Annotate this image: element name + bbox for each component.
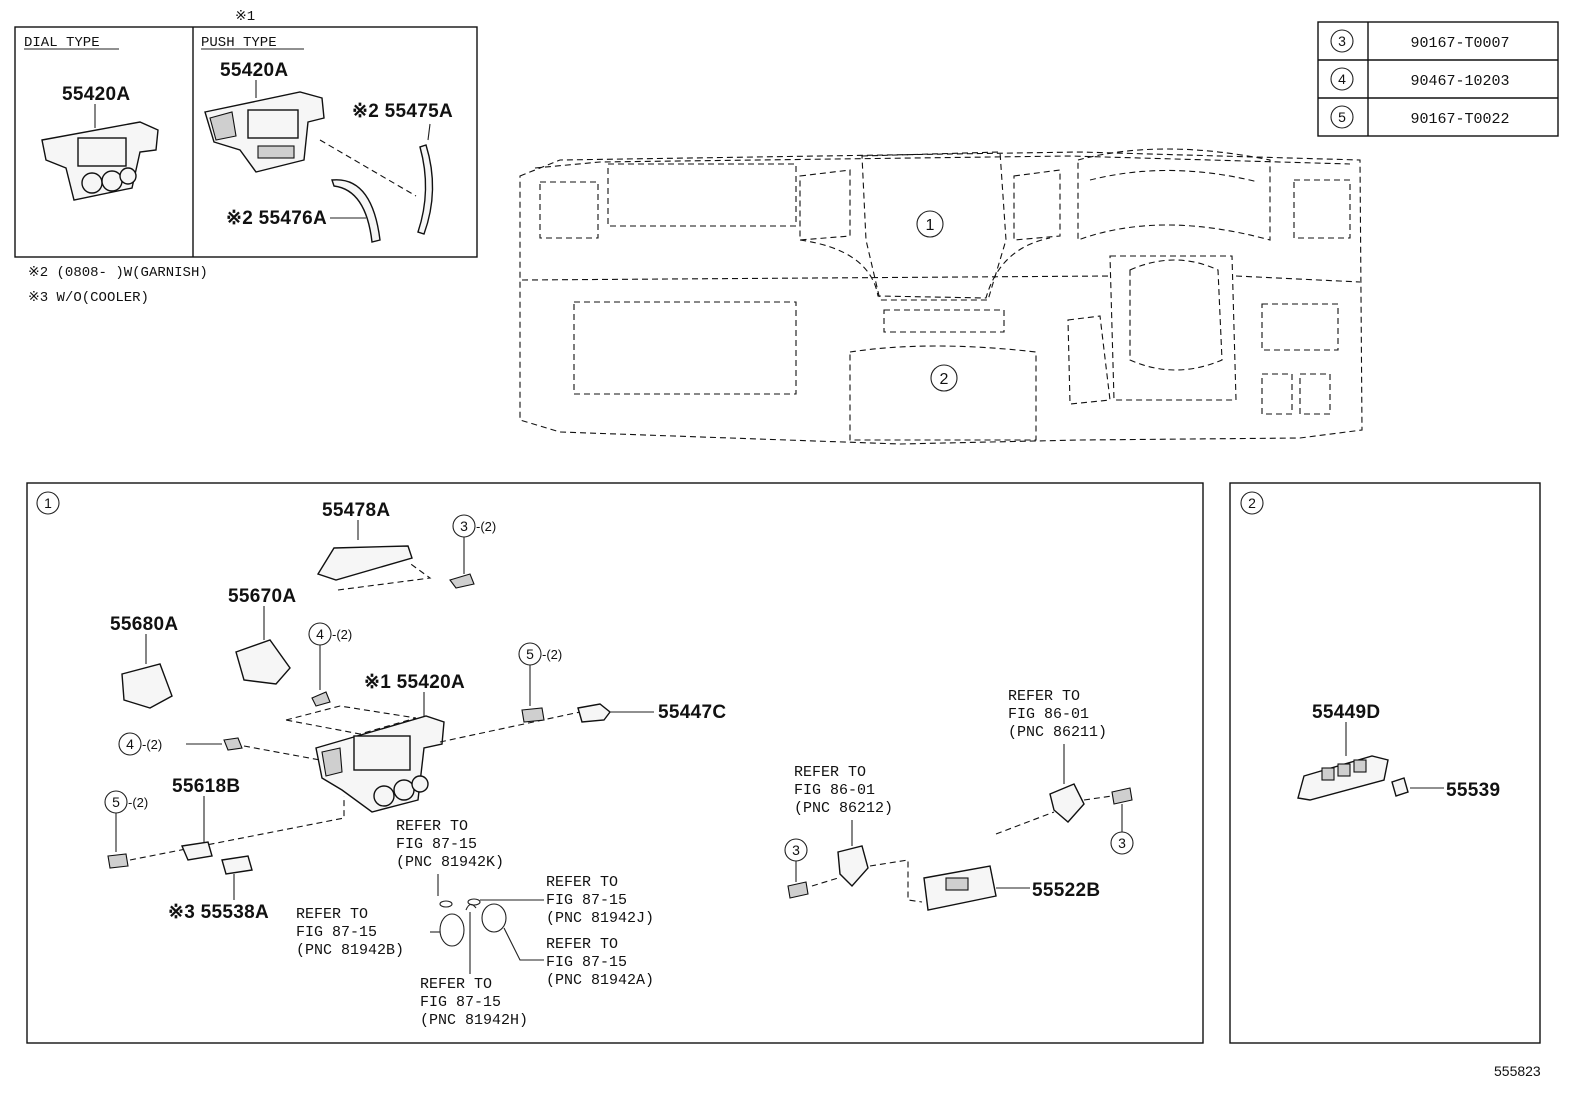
bracket-86212-drawing — [837, 845, 869, 888]
panel1-callout: 1 — [44, 495, 52, 511]
note-2: ※2 (0808- )W(GARNISH) — [28, 265, 208, 281]
dashboard-overview-drawing: 1 2 — [519, 148, 1363, 445]
garnish-55476a-label: ※2 55476A — [226, 208, 327, 229]
screw-5a-callout: 5 — [526, 646, 534, 662]
ref-81942a-line2: FIG 87-15 — [546, 954, 627, 971]
ref-81942b: REFER TO FIG 87-15 (PNC 81942B) — [296, 906, 404, 959]
part-55420a-label: ※1 55420A — [364, 672, 465, 693]
ref-81942j-line2: FIG 87-15 — [546, 892, 627, 909]
part-55680a-label: 55680A — [110, 614, 178, 635]
part-55449d-label: 55449D — [1312, 702, 1380, 723]
ref-86211: REFER TO FIG 86-01 (PNC 86211) — [1008, 688, 1107, 741]
ref-86212-line1: REFER TO — [794, 764, 866, 781]
ref-81942k-line3: (PNC 81942K) — [396, 854, 504, 871]
screw-5a-qty: -(2) — [542, 647, 562, 662]
screw-5b-callout: 5 — [112, 794, 120, 810]
note-3: ※3 W/O(COOLER) — [28, 290, 149, 306]
screw-3-drawing — [449, 573, 475, 589]
ref-81942j: REFER TO FIG 87-15 (PNC 81942J) — [546, 874, 654, 927]
fastener-part-5: 90167-T0022 — [1410, 111, 1509, 128]
bracket-86211-drawing — [1049, 783, 1085, 823]
fastener-table: 3 90167-T0007 4 90467-10203 5 90167-T002… — [1317, 21, 1559, 137]
ref-86212-line2: FIG 86-01 — [794, 782, 875, 799]
ref-86211-line2: FIG 86-01 — [1008, 706, 1089, 723]
part-55618b-label: 55618B — [172, 776, 240, 797]
ref-81942k-line2: FIG 87-15 — [396, 836, 477, 853]
ref-86211-line3: (PNC 86211) — [1008, 724, 1107, 741]
screw-5b-qty: -(2) — [128, 795, 148, 810]
ref-81942a-line1: REFER TO — [546, 936, 618, 953]
clip-4b-callout: 4 — [126, 736, 134, 752]
part-55478a-label: 55478A — [322, 500, 390, 521]
detail-panel-2: 2 55449D 55539 — [1229, 482, 1541, 1044]
dial-type-part-number: 55420A — [62, 84, 130, 105]
clip-4a-qty: -(2) — [332, 627, 352, 642]
ref-81942b-line1: REFER TO — [296, 906, 368, 923]
ref-81942h-line3: (PNC 81942H) — [420, 1012, 528, 1029]
ref-81942a: REFER TO FIG 87-15 (PNC 81942A) — [546, 936, 654, 989]
fastener-ref-4: 4 — [1338, 71, 1346, 87]
fastener-ref-3: 3 — [1338, 33, 1346, 49]
ref-86212-line3: (PNC 86212) — [794, 800, 893, 817]
ref-81942j-line3: (PNC 81942J) — [546, 910, 654, 927]
variant-inset: ※1 DIAL TYPE PUSH TYPE 55420A 55420A ※2 … — [14, 9, 478, 306]
part-55670a-label: 55670A — [228, 586, 296, 607]
garnish-55475a-label: ※2 55475A — [352, 101, 453, 122]
overview-callout-1: 1 — [926, 217, 935, 234]
fastener-part-4: 90467-10203 — [1410, 73, 1509, 90]
push-type-part-number: 55420A — [220, 60, 288, 81]
panel2-callout: 2 — [1248, 495, 1256, 511]
part-55449d-drawing — [1297, 755, 1389, 801]
clip-4a-callout: 4 — [316, 626, 324, 642]
part-55447c-label: 55447C — [658, 702, 726, 723]
ref-81942k-line1: REFER TO — [396, 818, 468, 835]
screw-3-qty: -(2) — [476, 519, 496, 534]
push-type-bezel-drawing — [204, 91, 325, 173]
figure-id: 555823 — [1494, 1063, 1541, 1079]
ref-86211-line1: REFER TO — [1008, 688, 1080, 705]
ref-81942b-line3: (PNC 81942B) — [296, 942, 404, 959]
screw-3c-callout: 3 — [1118, 835, 1126, 851]
ref-81942j-line1: REFER TO — [546, 874, 618, 891]
note-mark-1: ※1 — [235, 9, 255, 25]
dial-type-bezel-drawing — [41, 121, 159, 201]
push-type-label: PUSH TYPE — [201, 35, 277, 51]
garnish-lower-drawing — [331, 179, 381, 243]
ref-86212: REFER TO FIG 86-01 (PNC 86212) — [794, 764, 893, 817]
fastener-ref-5: 5 — [1338, 109, 1346, 125]
detail-panel-1: 1 55478A 3 -(2) 55670A 55680A 4 -(2) ※1 … — [26, 482, 1204, 1044]
part-55680a-drawing — [121, 663, 173, 709]
ref-81942h: REFER TO FIG 87-15 (PNC 81942H) — [420, 976, 528, 1029]
ref-81942b-line2: FIG 87-15 — [296, 924, 377, 941]
ref-81942h-line2: FIG 87-15 — [420, 994, 501, 1011]
overview-callout-2: 2 — [940, 371, 949, 388]
ref-81942a-line3: (PNC 81942A) — [546, 972, 654, 989]
part-55670a-drawing — [235, 639, 291, 685]
part-55420a-drawing — [315, 715, 445, 813]
screw-3-callout: 3 — [460, 518, 468, 534]
part-55522b-label: 55522B — [1032, 880, 1100, 901]
part-55447c-drawing — [577, 703, 611, 723]
part-55539-drawing — [1391, 777, 1409, 797]
clip-4b-qty: -(2) — [142, 737, 162, 752]
part-55538a-label: ※3 55538A — [168, 902, 269, 923]
garnish-upper-drawing — [417, 144, 434, 235]
part-55618b-drawing — [181, 841, 213, 861]
part-55478a-drawing — [316, 545, 413, 581]
screw-3b-callout: 3 — [792, 842, 800, 858]
dial-type-label: DIAL TYPE — [24, 35, 100, 51]
fastener-part-3: 90167-T0007 — [1410, 35, 1509, 52]
part-55539-label: 55539 — [1446, 780, 1500, 801]
ref-81942h-line1: REFER TO — [420, 976, 492, 993]
ref-81942k: REFER TO FIG 87-15 (PNC 81942K) — [396, 818, 504, 871]
part-55538a-drawing — [221, 855, 253, 875]
